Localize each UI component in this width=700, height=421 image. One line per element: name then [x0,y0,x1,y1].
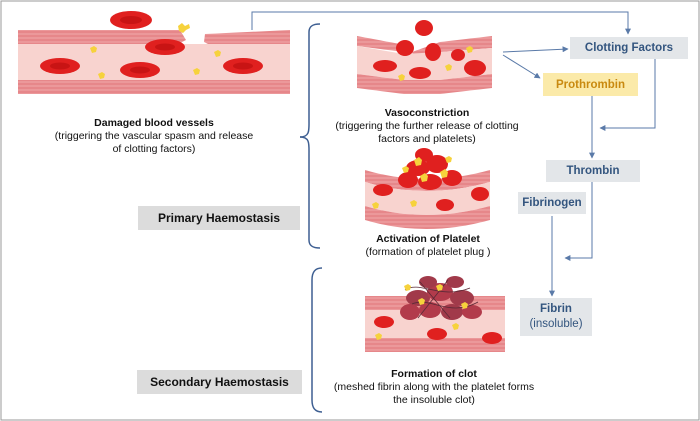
vasoconstriction-desc-1: (triggering the further release of clott… [335,120,519,132]
platelet-label: Activation of Platelet (formation of pla… [330,233,526,259]
primary-bracket-top [299,23,321,138]
fibrin-box: Fibrin (insoluble) [520,298,592,336]
damaged-vessel-illustration [18,11,290,94]
arrow-thrombin-to-fibrinogen-path [564,182,593,261]
clot-desc-1: (meshed fibrin along with the platelet f… [333,381,535,393]
damaged-vessel-desc-2: of clotting factors) [112,143,196,155]
clot-title: Formation of clot [391,368,477,380]
platelet-plug-illustration [365,148,490,229]
primary-haemostasis-box: Primary Haemostasis [138,206,300,230]
prothrombin-box: Prothrombin [543,73,638,96]
platelet-desc-1: (formation of platelet plug ) [365,246,491,258]
arrow-clotting-to-thrombin [599,58,656,131]
primary-bracket-bottom [299,136,321,249]
vasoconstriction-desc-2: factors and platelets) [378,133,476,145]
arrow-vaso-to-prothrombin [502,54,541,79]
fibrin-label: Fibrin [540,303,572,315]
secondary-bracket [311,267,323,413]
secondary-haemostasis-box: Secondary Haemostasis [137,370,302,394]
arrow-vaso-to-clotting [502,46,569,53]
damaged-vessel-label: Damaged blood vessels (triggering the va… [20,117,288,156]
arrow-damaged-to-clotting [251,11,631,35]
clot-label: Formation of clot (meshed fibrin along w… [316,368,552,407]
damaged-vessel-desc-1: (triggering the vascular spasm and relea… [54,130,254,142]
vasoconstriction-title: Vasoconstriction [384,107,470,119]
clot-illustration [365,276,505,352]
platelet-title: Activation of Platelet [376,233,480,245]
vasoconstriction-label: Vasoconstriction (triggering the further… [318,107,536,146]
clotting-factors-box: Clotting Factors [570,37,688,59]
fibrinogen-box: Fibrinogen [518,192,586,214]
clot-desc-2: the insoluble clot) [393,394,475,406]
fibrin-note: (insoluble) [529,318,583,330]
vasoconstriction-illustration [357,20,492,94]
damaged-vessel-title: Damaged blood vessels [94,117,214,129]
thrombin-box: Thrombin [546,160,640,182]
